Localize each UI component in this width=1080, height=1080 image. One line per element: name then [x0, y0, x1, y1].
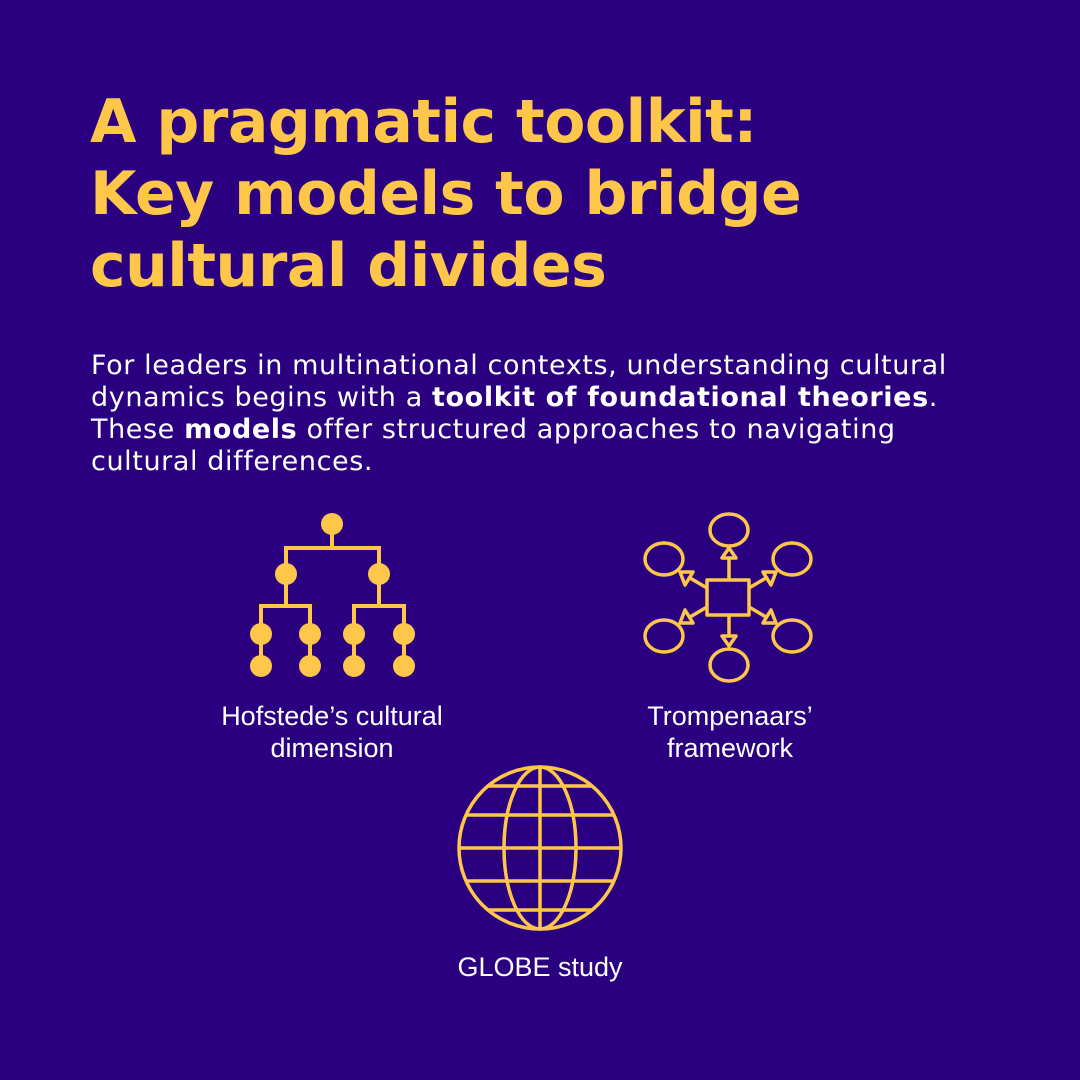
globe-label-line-1: GLOBE study	[457, 952, 623, 982]
title-line-3: cultural divides	[90, 231, 607, 301]
hofstede-label: Hofstede’s cultural dimension	[182, 700, 482, 764]
intro-text-2: . These	[91, 382, 938, 445]
trompenaars-label-line-1: Trompenaars’	[647, 701, 813, 731]
globe-icon	[457, 765, 623, 931]
intro-bold-2: models	[184, 414, 298, 445]
intro-paragraph: For leaders in multinational contexts, u…	[91, 350, 1011, 478]
title-line-2: Key models to bridge	[90, 159, 802, 229]
hofstede-label-line-2: dimension	[270, 733, 394, 763]
network-hub-icon	[643, 512, 813, 683]
globe-label: GLOBE study	[390, 951, 690, 983]
trompenaars-label-line-2: framework	[666, 733, 794, 763]
title-line-1: A pragmatic toolkit:	[90, 87, 757, 157]
page-title: A pragmatic toolkit: Key models to bridg…	[90, 86, 1040, 302]
hofstede-label-line-1: Hofstede’s cultural	[221, 701, 443, 731]
intro-text-3: offer structured approaches to navigatin…	[91, 414, 896, 477]
intro-bold-1: toolkit of foundational theories	[432, 382, 929, 413]
intro-text-1: For leaders in multinational contexts, u…	[91, 350, 947, 413]
trompenaars-label: Trompenaars’ framework	[580, 700, 880, 764]
hierarchy-tree-icon	[250, 513, 415, 677]
